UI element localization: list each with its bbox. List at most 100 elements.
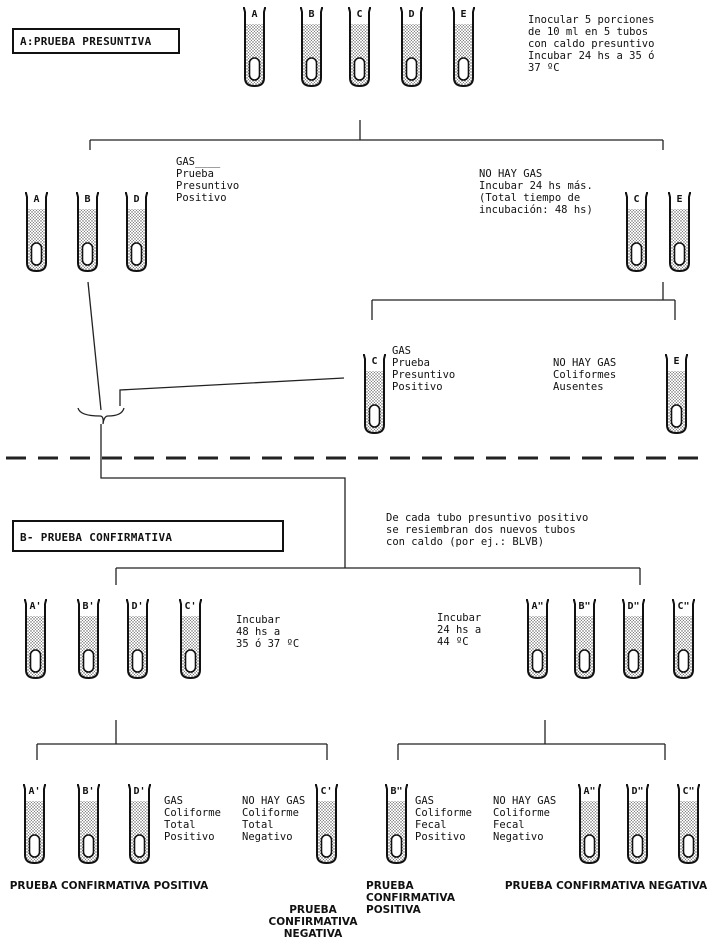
tube-drawing — [363, 355, 386, 435]
durham-vial — [370, 405, 380, 427]
reseed-note: De cada tubo presuntivo positivo se resi… — [386, 512, 588, 548]
tube-label: C — [348, 10, 371, 20]
tube-label: D" — [626, 787, 649, 797]
test-tube: C — [625, 193, 648, 273]
tube-drawing — [672, 600, 695, 680]
test-tube: C — [348, 8, 371, 88]
test-tube: D" — [626, 785, 649, 865]
durham-vial — [675, 243, 685, 265]
tube-label: D' — [126, 602, 149, 612]
caption-confirmative-positive-mid: PRUEBA CONFIRMATIVA POSITIVA — [366, 880, 460, 916]
tube-label: A" — [578, 787, 601, 797]
test-tube: A' — [24, 600, 47, 680]
tube-label: D — [125, 195, 148, 205]
durham-vial — [407, 58, 417, 80]
test-tube: C" — [677, 785, 700, 865]
tube-drawing — [348, 8, 371, 88]
tube-drawing — [452, 8, 475, 88]
caption-confirmative-negative-right: PRUEBA CONFIRMATIVA NEGATIVA — [500, 880, 712, 892]
tube-label: E — [665, 357, 688, 367]
gas-positive-note: GAS____ Prueba Presuntivo Positivo — [176, 156, 239, 204]
tube-label: E — [668, 195, 691, 205]
tube-label: C — [625, 195, 648, 205]
caption-confirmative-negative-mid: PRUEBA CONFIRMATIVA NEGATIVA — [262, 904, 364, 940]
test-tube: C — [363, 355, 386, 435]
durham-vial — [672, 405, 682, 427]
tube-drawing — [400, 8, 423, 88]
tube-label: E — [452, 10, 475, 20]
test-tube: B — [76, 193, 99, 273]
tube-drawing — [76, 193, 99, 273]
durham-vial — [355, 58, 365, 80]
durham-vial — [83, 243, 93, 265]
tube-label: A' — [24, 602, 47, 612]
c-gas-note: GAS Prueba Presuntivo Positivo — [392, 345, 455, 393]
tube-label: A — [243, 10, 266, 20]
tube-drawing — [578, 785, 601, 865]
tube-label: C" — [672, 602, 695, 612]
tube-drawing — [128, 785, 151, 865]
test-tube: A — [243, 8, 266, 88]
test-tube: B' — [77, 785, 100, 865]
tube-drawing — [243, 8, 266, 88]
tube-label: B' — [77, 602, 100, 612]
test-tube: D" — [622, 600, 645, 680]
durham-vial — [684, 835, 694, 857]
durham-vial — [585, 835, 595, 857]
durham-vial — [84, 650, 94, 672]
no-gas-note: NO HAY GAS Incubar 24 hs más. (Total tie… — [479, 168, 593, 216]
test-tube: D — [400, 8, 423, 88]
test-tube: E — [665, 355, 688, 435]
durham-vial — [84, 835, 94, 857]
tube-drawing — [77, 600, 100, 680]
durham-vial — [459, 58, 469, 80]
tube-label: A' — [23, 787, 46, 797]
durham-vial — [250, 58, 260, 80]
test-tube: D' — [126, 600, 149, 680]
tube-drawing — [665, 355, 688, 435]
connector — [88, 282, 101, 410]
test-tube: B' — [77, 600, 100, 680]
test-tube: B — [300, 8, 323, 88]
tube-drawing — [315, 785, 338, 865]
tube-label: C — [363, 357, 386, 367]
test-tube: A — [25, 193, 48, 273]
durham-vial — [629, 650, 639, 672]
brace — [78, 408, 124, 424]
test-tube: B" — [573, 600, 596, 680]
test-tube: D' — [128, 785, 151, 865]
tube-drawing — [677, 785, 700, 865]
tube-drawing — [179, 600, 202, 680]
tube-drawing — [300, 8, 323, 88]
durham-vial — [132, 243, 142, 265]
durham-vial — [32, 243, 42, 265]
test-tube: E — [668, 193, 691, 273]
tube-drawing — [385, 785, 408, 865]
tube-label: C' — [179, 602, 202, 612]
durham-vial — [533, 650, 543, 672]
durham-vial — [30, 835, 40, 857]
durham-vial — [307, 58, 317, 80]
tube-drawing — [126, 600, 149, 680]
durham-vial — [186, 650, 196, 672]
durham-vial — [133, 650, 143, 672]
incubate-48h-note: Incubar 48 hs a 35 ó 37 ºC — [236, 614, 299, 650]
durham-vial — [633, 835, 643, 857]
tube-drawing — [125, 193, 148, 273]
durham-vial — [322, 835, 332, 857]
section-b-title: B- PRUEBA CONFIRMATIVA — [12, 520, 284, 552]
total-negative-note: NO HAY GAS Coliforme Total Negativo — [242, 795, 305, 843]
test-tube: B" — [385, 785, 408, 865]
section-a-title: A:PRUEBA PRESUNTIVA — [12, 28, 180, 54]
tube-drawing — [24, 600, 47, 680]
tube-drawing — [25, 193, 48, 273]
test-tube: C' — [179, 600, 202, 680]
durham-vial — [632, 243, 642, 265]
tube-drawing — [526, 600, 549, 680]
durham-vial — [392, 835, 402, 857]
durham-vial — [31, 650, 41, 672]
tube-label: B' — [77, 787, 100, 797]
tube-label: B" — [573, 602, 596, 612]
tube-label: D — [400, 10, 423, 20]
